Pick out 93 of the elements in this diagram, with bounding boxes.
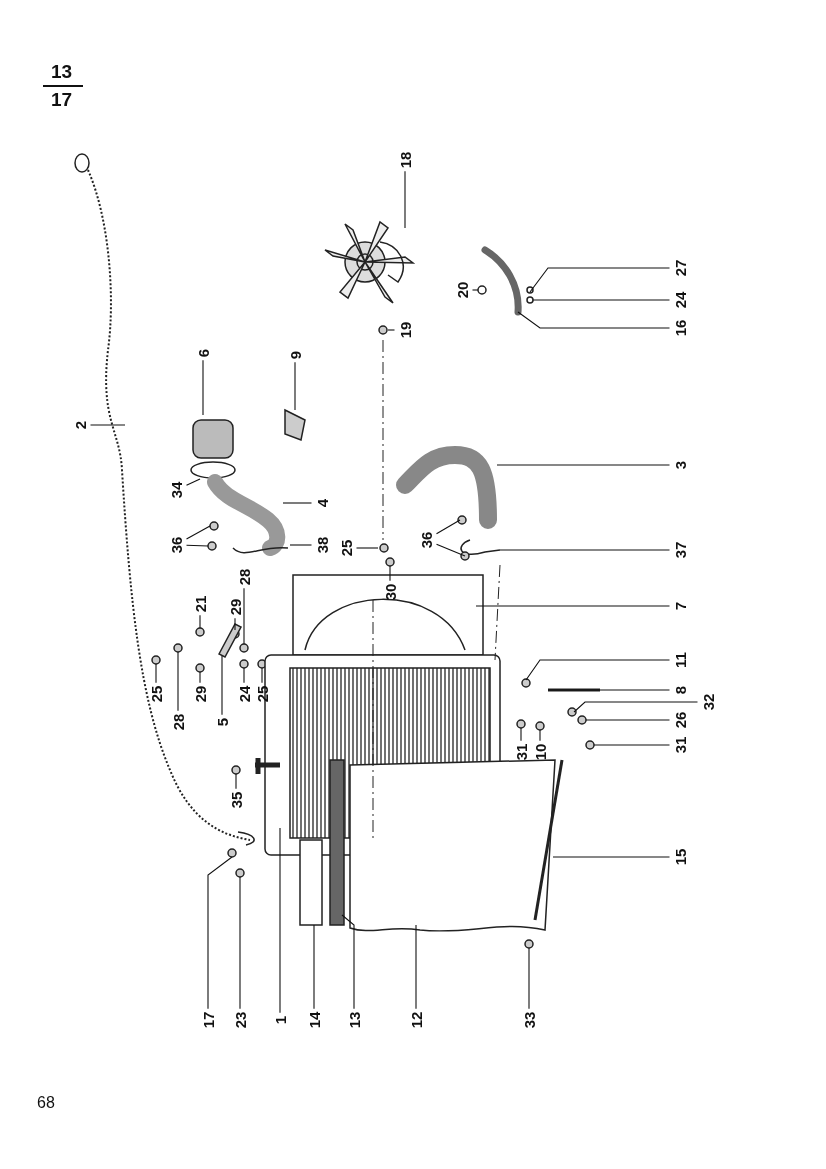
leader-line bbox=[185, 478, 201, 486]
leader-line bbox=[294, 361, 296, 411]
leader-line bbox=[313, 924, 315, 1010]
leader-line bbox=[496, 464, 671, 466]
leader-line bbox=[239, 876, 241, 1010]
leader-line bbox=[517, 311, 671, 329]
callout-number: 25 bbox=[338, 539, 354, 557]
leader-line bbox=[532, 299, 671, 301]
leader-line bbox=[499, 549, 671, 551]
leader-line bbox=[243, 667, 245, 684]
callout-number: 12 bbox=[408, 1011, 424, 1029]
callout-number: 24 bbox=[236, 685, 252, 703]
callout-number: 35 bbox=[228, 791, 244, 809]
callout-number: 25 bbox=[148, 685, 164, 703]
leader-line bbox=[177, 651, 179, 712]
leader-line bbox=[404, 170, 406, 229]
callout-number: 16 bbox=[672, 319, 688, 337]
leader-line bbox=[202, 359, 204, 416]
callout-number: 29 bbox=[192, 685, 208, 703]
callout-number: 8 bbox=[672, 685, 688, 695]
callout-number: 1 bbox=[272, 1015, 288, 1025]
leader-line bbox=[552, 856, 671, 858]
leader-line bbox=[475, 605, 671, 607]
callout-number: 24 bbox=[672, 291, 688, 309]
callout-number: 3 bbox=[672, 460, 688, 470]
leader-line bbox=[155, 663, 157, 684]
leader-line bbox=[471, 289, 479, 291]
callout-number: 10 bbox=[532, 743, 548, 761]
callout-number: 36 bbox=[418, 531, 434, 549]
callout-number: 30 bbox=[382, 583, 398, 601]
leader-line bbox=[435, 519, 461, 535]
callout-number: 5 bbox=[214, 717, 230, 727]
callout-number: 4 bbox=[314, 498, 330, 508]
leader-line bbox=[593, 744, 671, 746]
callout-number: 36 bbox=[168, 536, 184, 554]
leader-line bbox=[185, 525, 211, 540]
callout-number: 14 bbox=[306, 1011, 322, 1029]
leader-line bbox=[387, 329, 396, 331]
callout-number: 28 bbox=[236, 568, 252, 586]
callout-number: 15 bbox=[672, 848, 688, 866]
leader-line bbox=[355, 547, 379, 549]
leader-line bbox=[279, 827, 281, 1014]
callout-number: 26 bbox=[672, 711, 688, 729]
callout-number: 13 bbox=[346, 1011, 362, 1029]
leader-line bbox=[539, 729, 541, 742]
leader-line bbox=[389, 565, 391, 582]
callout-number: 18 bbox=[397, 151, 413, 169]
callout-number: 17 bbox=[200, 1011, 216, 1029]
callout-number: 32 bbox=[700, 693, 716, 711]
callout-number: 34 bbox=[168, 481, 184, 499]
callout-number: 37 bbox=[672, 541, 688, 559]
callout-number: 28 bbox=[170, 713, 186, 731]
leader-line bbox=[199, 614, 201, 629]
leader-line bbox=[199, 671, 201, 684]
callout-number: 7 bbox=[672, 601, 688, 611]
leader-line bbox=[221, 655, 223, 716]
callout-number: 21 bbox=[192, 595, 208, 613]
page-reference-number: 13 bbox=[51, 62, 73, 81]
leader-line bbox=[525, 659, 671, 681]
callout-number: 19 bbox=[397, 321, 413, 339]
leader-line bbox=[243, 587, 245, 645]
callout-number: 11 bbox=[672, 652, 688, 668]
leader-line bbox=[435, 543, 466, 557]
leader-line bbox=[415, 924, 417, 1010]
leader-line bbox=[235, 773, 237, 790]
leader-line bbox=[289, 544, 313, 546]
leader-line bbox=[282, 502, 313, 504]
leader-line bbox=[261, 667, 263, 684]
callout-number: 31 bbox=[672, 736, 688, 754]
callout-number: 9 bbox=[287, 350, 303, 360]
callout-number: 33 bbox=[521, 1011, 537, 1029]
callout-number: 27 bbox=[672, 259, 688, 277]
callout-number: 38 bbox=[314, 536, 330, 554]
callout-number: 20 bbox=[454, 281, 470, 299]
leader-line bbox=[234, 617, 236, 631]
callout-number: 29 bbox=[227, 598, 243, 616]
leader-line bbox=[573, 701, 699, 713]
callout-number: 6 bbox=[195, 348, 211, 358]
callout-number: 31 bbox=[513, 743, 529, 761]
leader-line bbox=[528, 947, 530, 1010]
callout-number: 25 bbox=[254, 685, 270, 703]
callout-number: 2 bbox=[72, 420, 88, 430]
leader-line bbox=[547, 689, 671, 691]
leader-line bbox=[185, 544, 209, 547]
leader-line bbox=[89, 424, 126, 426]
leader-line bbox=[585, 719, 671, 721]
page-number: 68 bbox=[37, 1093, 55, 1112]
leader-line bbox=[520, 727, 522, 742]
page-reference-number: 17 bbox=[51, 90, 73, 109]
leader-line bbox=[207, 856, 233, 1010]
callout-number: 23 bbox=[232, 1011, 248, 1029]
leader-line bbox=[529, 267, 671, 293]
leader-line bbox=[341, 914, 355, 1010]
